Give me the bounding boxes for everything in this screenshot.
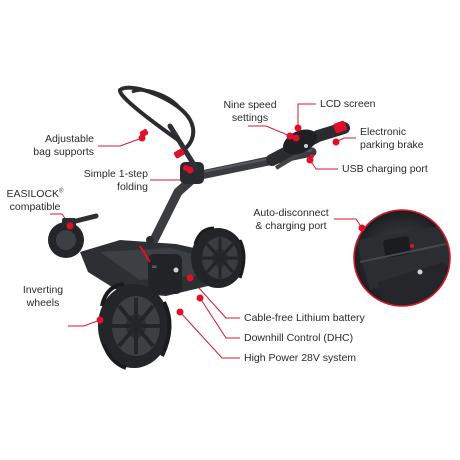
callout-downhill-control: Downhill Control (DHC) <box>244 332 353 345</box>
leader-lines <box>50 103 363 359</box>
callout-inverting-line1: Inverting <box>22 284 64 296</box>
callout-battery-text: Cable-free Lithium battery <box>244 312 365 324</box>
rear-left-wheel <box>98 282 172 370</box>
callout-nine-speed-line1: Nine speed <box>223 99 277 111</box>
svg-text:28: 28 <box>152 264 157 269</box>
leader-nine-speed <box>248 125 291 137</box>
callout-usb-charging-port: USB charging port <box>342 163 428 176</box>
easilock-brand: EASILOCK <box>6 188 60 200</box>
callout-dhc-text: Downhill Control (DHC) <box>244 332 354 344</box>
callout-nine-speed-line2: settings <box>231 112 269 124</box>
callout-lcd-text: LCD screen <box>320 98 376 110</box>
callout-dots <box>66 124 340 324</box>
callout-lithium-battery: Cable-free Lithium battery <box>244 312 365 325</box>
battery-pack <box>148 254 182 294</box>
leader-usb <box>309 159 338 170</box>
callout-auto-disconnect-line1: Auto-disconnect <box>253 207 329 219</box>
callout-high-power: High Power 28V system <box>244 352 356 365</box>
callout-brake-line2: parking brake <box>360 139 424 151</box>
callout-adjustable-line2: bag supports <box>33 146 94 158</box>
trolley-chassis: 28 <box>80 236 212 296</box>
callout-adjustable-bag-supports: Adjustable bag supports <box>10 133 94 159</box>
callout-simple-folding: Simple 1-step folding <box>60 168 148 194</box>
callout-usb-text: USB charging port <box>342 163 428 175</box>
leader-power <box>179 311 240 359</box>
callout-nine-speed-settings: Nine speed settings <box>212 99 288 125</box>
leader-auto-disconnect <box>334 218 363 229</box>
callout-simple-fold-line2: folding <box>117 181 148 193</box>
callout-adjustable-line1: Adjustable <box>44 133 94 145</box>
zoom-inset-charging-port <box>353 209 451 307</box>
callout-auto-disconnect-line2: & charging port <box>255 220 327 232</box>
callout-easilock-compatible: EASILOCK® compatible <box>0 188 70 214</box>
callout-inverting-line2: wheels <box>26 297 60 309</box>
leader-adjustable <box>98 137 143 147</box>
callout-electronic-parking-brake: Electronic parking brake <box>360 126 424 152</box>
front-wheel <box>48 213 99 258</box>
callout-simple-fold-line1: Simple 1-step <box>83 168 148 180</box>
callout-brake-line1: Electronic <box>360 126 407 138</box>
leader-inverting <box>68 319 101 327</box>
leader-lcd <box>297 103 316 128</box>
callout-lcd-screen: LCD screen <box>320 98 375 111</box>
callout-easilock-line1: EASILOCK® <box>0 188 70 201</box>
leader-dhc <box>199 297 240 339</box>
leader-battery <box>189 277 240 319</box>
registered-mark: ® <box>59 188 64 195</box>
callout-auto-disconnect: Auto-disconnect & charging port <box>244 207 338 233</box>
callout-easilock-line2: compatible <box>9 201 61 213</box>
callout-power-text: High Power 28V system <box>244 352 357 364</box>
callout-inverting-wheels: Inverting wheels <box>8 284 78 310</box>
rear-right-wheel <box>191 226 246 288</box>
